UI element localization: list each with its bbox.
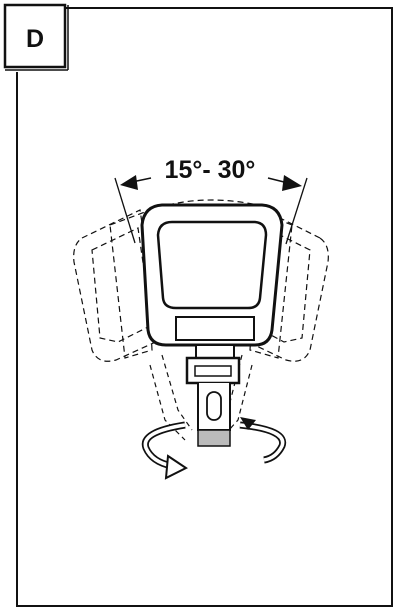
left-angle-arrow: [114, 175, 152, 244]
panel-label: D: [26, 25, 44, 53]
tool-head: [140, 203, 284, 347]
angle-range-label: 15°- 30°: [165, 156, 256, 184]
rotation-arrow-left-icon: [141, 421, 188, 480]
tool-neck: [185, 344, 241, 385]
panel-frame: [16, 7, 393, 607]
right-angle-arrow: [267, 175, 308, 245]
rotation-arrow-right-icon: [239, 417, 287, 464]
tool-handle: [197, 383, 231, 447]
panel-label-box: D: [3, 3, 69, 71]
